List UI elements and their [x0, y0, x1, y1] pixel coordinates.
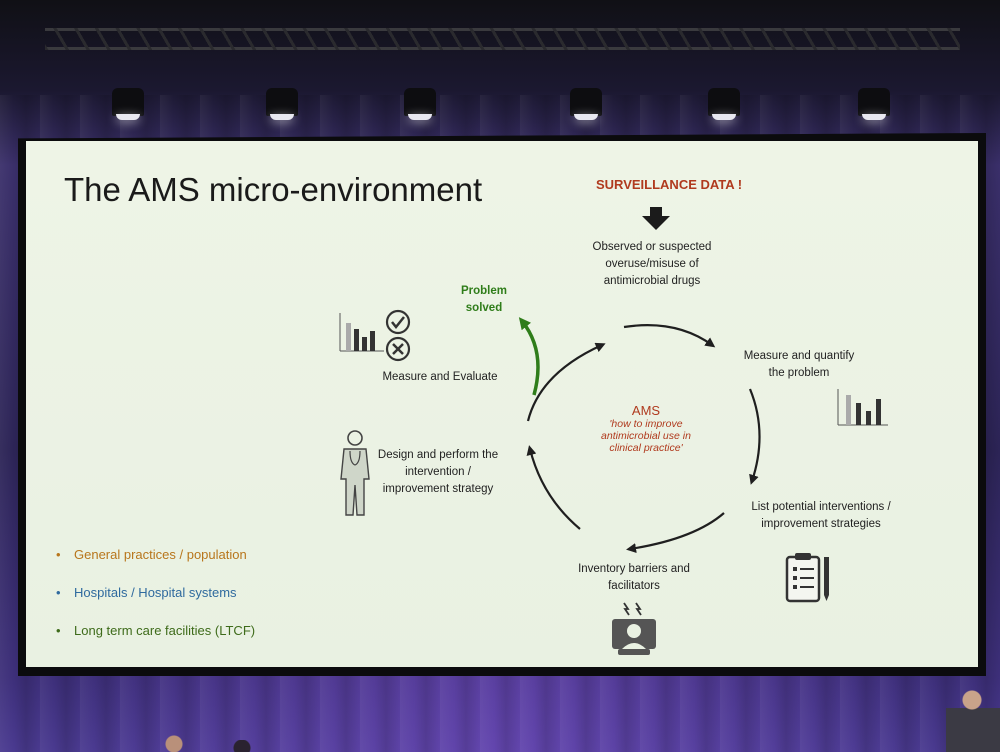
stage-light — [570, 88, 602, 120]
node-measure-quantify: Measure and quantify the problem — [743, 350, 855, 379]
bar-chart-icon — [837, 389, 888, 426]
node-problem-solved: Problem solved — [460, 285, 507, 314]
problem-solved-arrow — [518, 317, 540, 396]
person-presenter-icon — [612, 602, 656, 655]
stage-light — [266, 88, 298, 120]
lighting-truss — [45, 28, 960, 50]
speaker-figure — [946, 686, 1000, 752]
cycle-arrow — [526, 342, 606, 422]
node-measure-evaluate: Measure and Evaluate — [382, 371, 498, 383]
bullet-general-practices: •General practices / population — [56, 547, 247, 562]
down-arrow-icon — [642, 207, 670, 230]
bar-chart-icon — [339, 313, 384, 352]
bullet-list: •General practices / population •Hospita… — [56, 547, 255, 661]
ams-subtitle: clinical practice' — [609, 442, 683, 454]
surveillance-label: SURVEILLANCE DATA ! — [596, 177, 743, 192]
node-list-interventions: List potential interventions / improveme… — [751, 501, 891, 530]
presentation-slide: The AMS micro-environment SURVEILLANCE D… — [26, 141, 978, 667]
bullet-ltcf: •Long term care facilities (LTCF) — [56, 623, 256, 638]
cycle-arrow — [526, 445, 581, 530]
audience-head — [230, 740, 254, 752]
bullet-hospitals: •Hospitals / Hospital systems — [56, 585, 237, 600]
stage-light — [858, 88, 890, 120]
ams-subtitle: antimicrobial use in — [601, 430, 691, 442]
node-observed: Observed or suspected overuse/misuse of … — [592, 241, 712, 287]
node-design: Design and perform the intervention / im… — [377, 449, 499, 495]
stage-light — [404, 88, 436, 120]
stage-light — [112, 88, 144, 120]
check-x-icons — [385, 309, 411, 362]
audience-head — [162, 734, 186, 752]
doctor-icon — [340, 430, 370, 516]
cycle-arrow — [623, 324, 716, 348]
cycle-arrow — [626, 512, 725, 554]
clipboard-icon — [785, 553, 829, 603]
cycle-arrow — [748, 388, 761, 485]
ams-title: AMS — [631, 403, 661, 418]
stage-light — [708, 88, 740, 120]
cycle-arrows — [526, 324, 761, 554]
ams-center-label: AMS 'how to improve antimicrobial use in… — [586, 403, 706, 454]
node-inventory: Inventory barriers and facilitators — [578, 563, 690, 592]
ams-subtitle: 'how to improve — [609, 418, 683, 430]
slide-title: The AMS micro-environment — [64, 171, 483, 208]
check-icon — [385, 309, 411, 335]
x-icon — [385, 336, 411, 362]
